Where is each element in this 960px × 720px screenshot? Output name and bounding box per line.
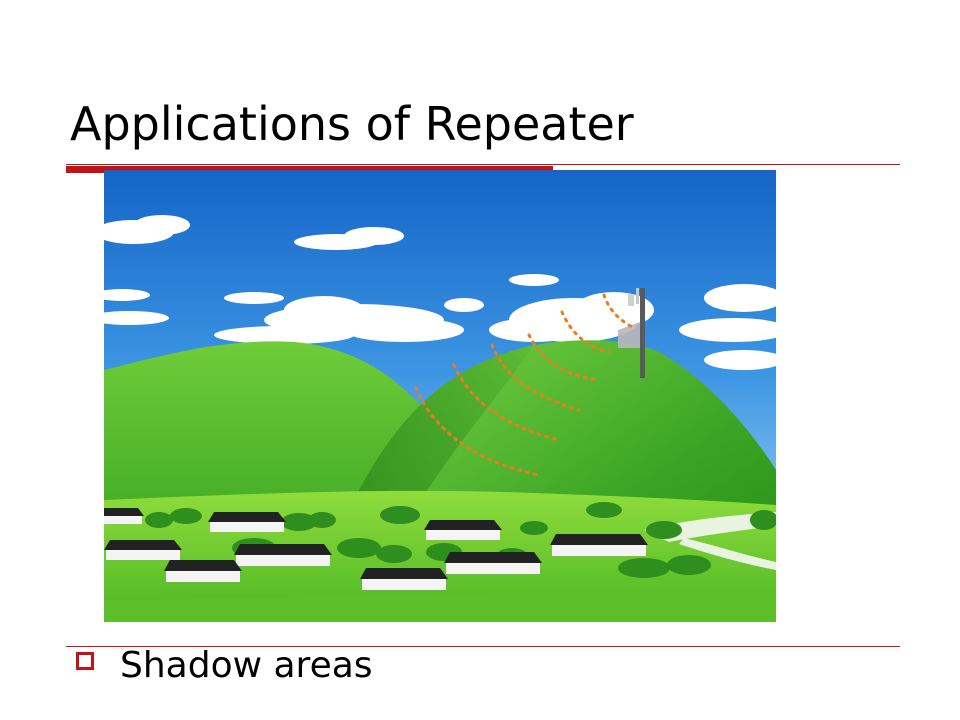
slide-title: Applications of Repeater [70,97,634,151]
bullet-text: Shadow areas [120,645,373,686]
house-icon [104,508,648,590]
title-divider-thick [66,166,553,173]
repeater-illustration [104,170,776,622]
signal-wave-icon [414,293,636,477]
hollow-square-bullet-icon [76,652,94,670]
bottom-divider [66,646,900,647]
title-divider-thin [66,164,900,165]
cloud-icon [104,215,776,370]
tower-icon [618,288,645,378]
